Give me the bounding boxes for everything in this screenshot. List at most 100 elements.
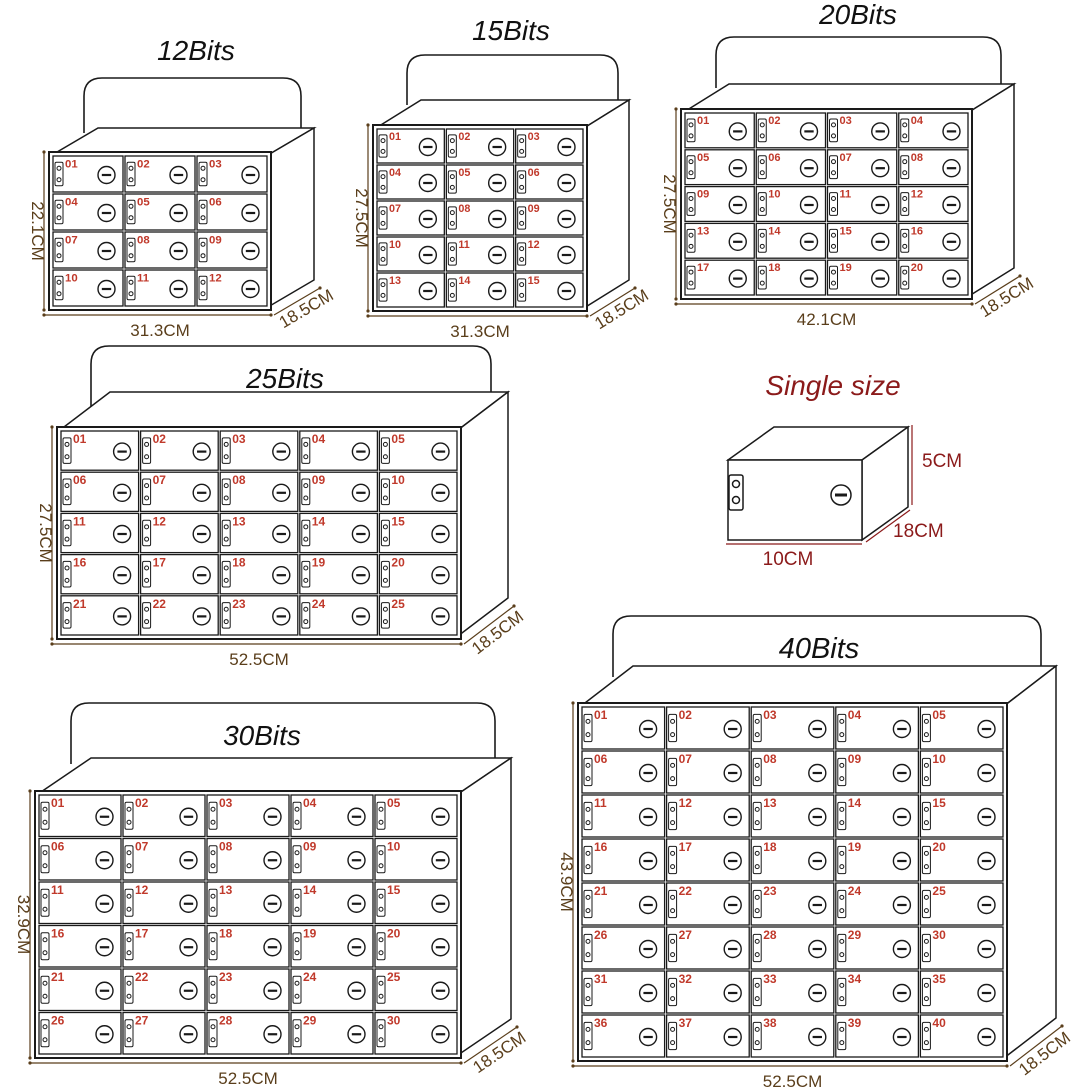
slot-number: 05 [387,796,401,810]
slot-number: 06 [51,840,65,854]
slot-number: 19 [840,262,852,274]
hinge-plate [62,519,72,547]
hinge-screw [294,937,300,943]
slot-number: 09 [312,473,326,487]
slot-number: 34 [848,972,862,986]
hinge-plate [198,161,208,187]
hinge-screw [449,282,455,288]
hinge-screw [56,279,62,285]
hinge-screw [519,246,525,252]
hinge-plate [583,713,593,743]
slot-number: 04 [389,167,401,179]
locker-slot: 01 [60,430,140,471]
hinge-plate [142,560,152,588]
hinge-screw [754,718,760,724]
hinge-screw [210,906,216,912]
hinge-screw [519,256,525,262]
hinge-plate [221,519,231,547]
hinge-screw [42,1024,48,1030]
hinge-screw [519,282,525,288]
hinge-screw [380,220,386,226]
hinge-plate [837,1021,847,1051]
locker-slot: 24 [835,882,920,926]
depth-dimension-line [463,1026,518,1064]
hinge-screw [839,732,845,738]
locker-slot: 13 [206,881,290,925]
hinge-screw [380,174,386,180]
locker-slot: 09 [684,185,755,223]
dimension-end-dot [674,107,678,111]
hinge-plate [837,845,847,875]
hinge-screw [585,820,591,826]
slot-number: 25 [387,970,401,984]
hinge-plate [292,888,302,917]
locker-slot: 20 [898,259,969,296]
hinge-screw [759,207,765,213]
locker-slot: 07 [665,750,750,794]
hinge-screw [839,938,845,944]
hinge-screw [210,980,216,986]
locker-slot: 29 [290,1011,374,1055]
slot-number: 15 [391,514,405,528]
locker-slot: 16 [581,838,666,882]
hinge-screw [42,937,48,943]
hinge-plate [921,757,931,787]
hinge-screw [839,850,845,856]
hinge-plate [198,199,208,225]
cabinet-title: 40Bits [779,633,860,665]
hinge-plate [62,560,72,588]
slot-number: 06 [594,752,608,766]
locker-slot: 02 [665,706,750,750]
hinge-plate [208,1019,218,1048]
height-label: 22.1CM [28,201,47,261]
hinge-screw [754,806,760,812]
locker-slot: 10 [374,837,458,881]
hinge-plate [54,275,64,301]
locker-slot: 04 [299,430,379,471]
dimension-end-dot [318,286,322,290]
slot-number: 08 [458,203,470,215]
hinge-screw [223,606,229,612]
hinge-plate [752,713,762,743]
hinge-plate [62,478,72,506]
locker-slot: 11 [38,881,122,925]
dimension-end-dot [42,150,46,154]
locker-slot: 37 [665,1014,750,1058]
hinge-screw [380,138,386,144]
locker-door [52,231,124,269]
hinge-screw [688,159,694,165]
hinge-screw [449,210,455,216]
dimension-lines [366,123,637,318]
locker-slot: 23 [219,595,299,636]
hinge-screw [688,170,694,176]
hinge-screw [585,1026,591,1032]
hinge-screw [923,952,929,958]
locker-slot: 14 [299,512,379,554]
hinge-screw [42,906,48,912]
slot-number: 09 [697,189,709,201]
locker-slot: 15 [919,794,1004,838]
hinge-plate [668,713,678,743]
locker-slot: 40 [919,1014,1004,1058]
slot-number: 28 [219,1014,233,1028]
hinge-screw [42,1037,48,1043]
hinge-screw [449,292,455,298]
hinge-screw [902,133,908,139]
hinge-plate [208,975,218,1004]
locker-door [665,926,750,970]
hinge-plate [837,801,847,831]
hinge-plate [668,801,678,831]
width-label: 52.5CM [229,650,289,669]
locker-slot: 04 [52,193,124,231]
hinge-screw [144,606,150,612]
locker-slot: 17 [122,924,206,968]
hinge-screw [200,177,206,183]
width-label: 52.5CM [218,1069,278,1088]
hinge-screw [839,1040,845,1046]
locker-slot: 12 [515,236,584,272]
hinge-plate [142,602,152,629]
hinge-screw [688,207,694,213]
hinge-plate [752,801,762,831]
